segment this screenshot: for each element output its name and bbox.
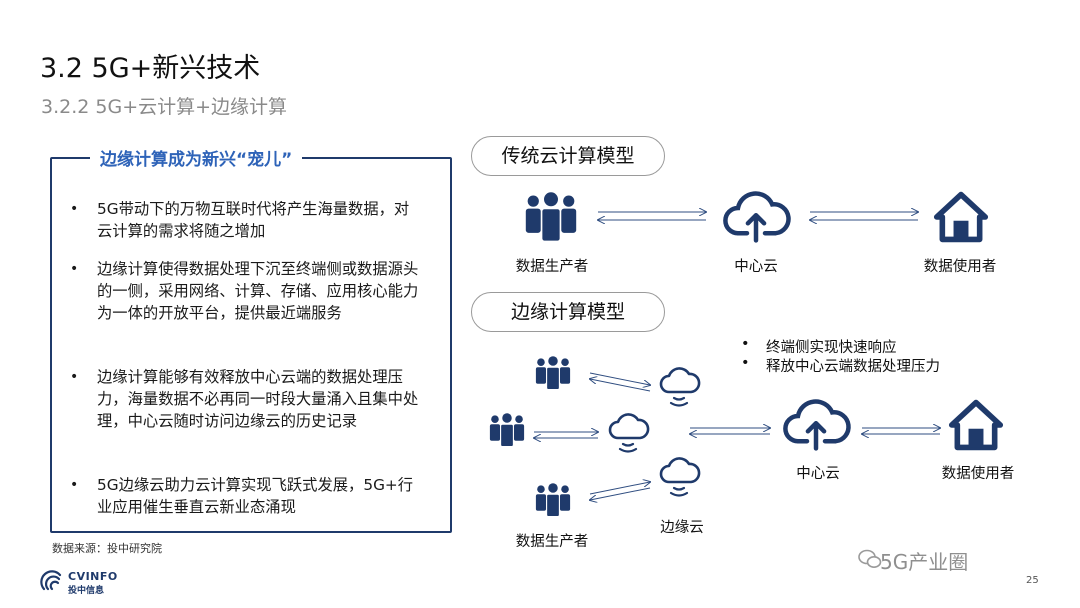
bullet-text: 边缘计算能够有效释放中心云端的数据处理压力，海量数据不必再同一时段大量涌入且集中… <box>97 368 419 430</box>
house-icon <box>937 195 986 240</box>
edge-cloud-icon <box>608 413 650 453</box>
source-note: 数据来源：投中研究院 <box>52 542 162 555</box>
traditional-producer-label: 数据生产者 <box>515 259 589 275</box>
edge-cloud-icon <box>659 457 701 497</box>
page-subtitle: 3.2.2 5G+云计算+边缘计算 <box>41 96 288 118</box>
people-icon <box>525 191 577 242</box>
edge-producer-label: 数据生产者 <box>515 534 589 550</box>
edge-cloud-label: 边缘云 <box>660 520 704 536</box>
cloud-upload-icon <box>725 193 788 240</box>
bullet-marker: • <box>70 369 79 385</box>
bullet-marker: • <box>70 477 79 493</box>
note-marker: • <box>741 336 750 352</box>
watermark-text: 5G产业圈 <box>880 550 969 574</box>
bullet-marker: • <box>70 261 79 277</box>
panel-title: 边缘计算成为新兴“宠儿” <box>90 145 303 170</box>
traditional-user-label: 数据使用者 <box>923 259 997 275</box>
wechat-icon <box>858 549 882 568</box>
cloud-upload-icon <box>785 401 848 448</box>
bullet-text: 5G带动下的万物互联时代将产生海量数据，对云计算的需求将随之增加 <box>97 200 410 240</box>
page-number: 25 <box>1026 575 1039 586</box>
bullet-text: 边缘计算使得数据处理下沉至终端侧或数据源头的一侧，采用网络、计算、存储、应用核心… <box>97 260 419 322</box>
note-text: 释放中心云端数据处理压力 <box>766 359 940 375</box>
note-marker: • <box>741 355 750 371</box>
traditional-model-title: 传统云计算模型 <box>471 136 665 176</box>
people-icon <box>535 482 571 517</box>
edge-cloud-icon <box>659 367 701 407</box>
edge-user-label: 数据使用者 <box>941 466 1015 482</box>
people-icon <box>535 355 571 390</box>
cvinfo-logo-icon <box>40 570 62 591</box>
note-text: 终端侧实现快速响应 <box>766 340 897 356</box>
bullet-marker: • <box>70 201 79 217</box>
logo-text: CVINFO <box>68 570 118 583</box>
logo-subtext: 投中信息 <box>68 586 105 596</box>
people-icon <box>489 412 525 447</box>
house-icon <box>952 403 1001 448</box>
edge-center-label: 中心云 <box>796 466 840 482</box>
edge-model-title: 边缘计算模型 <box>471 292 665 332</box>
traditional-arrows <box>598 212 918 220</box>
traditional-center-label: 中心云 <box>734 259 778 275</box>
bullet-text: 5G边缘云助力云计算实现飞跃式发展，5G+行业应用催生垂直云新业态涌现 <box>97 476 414 516</box>
page-title: 3.2 5G+新兴技术 <box>40 53 261 84</box>
edge-arrows <box>534 372 940 500</box>
